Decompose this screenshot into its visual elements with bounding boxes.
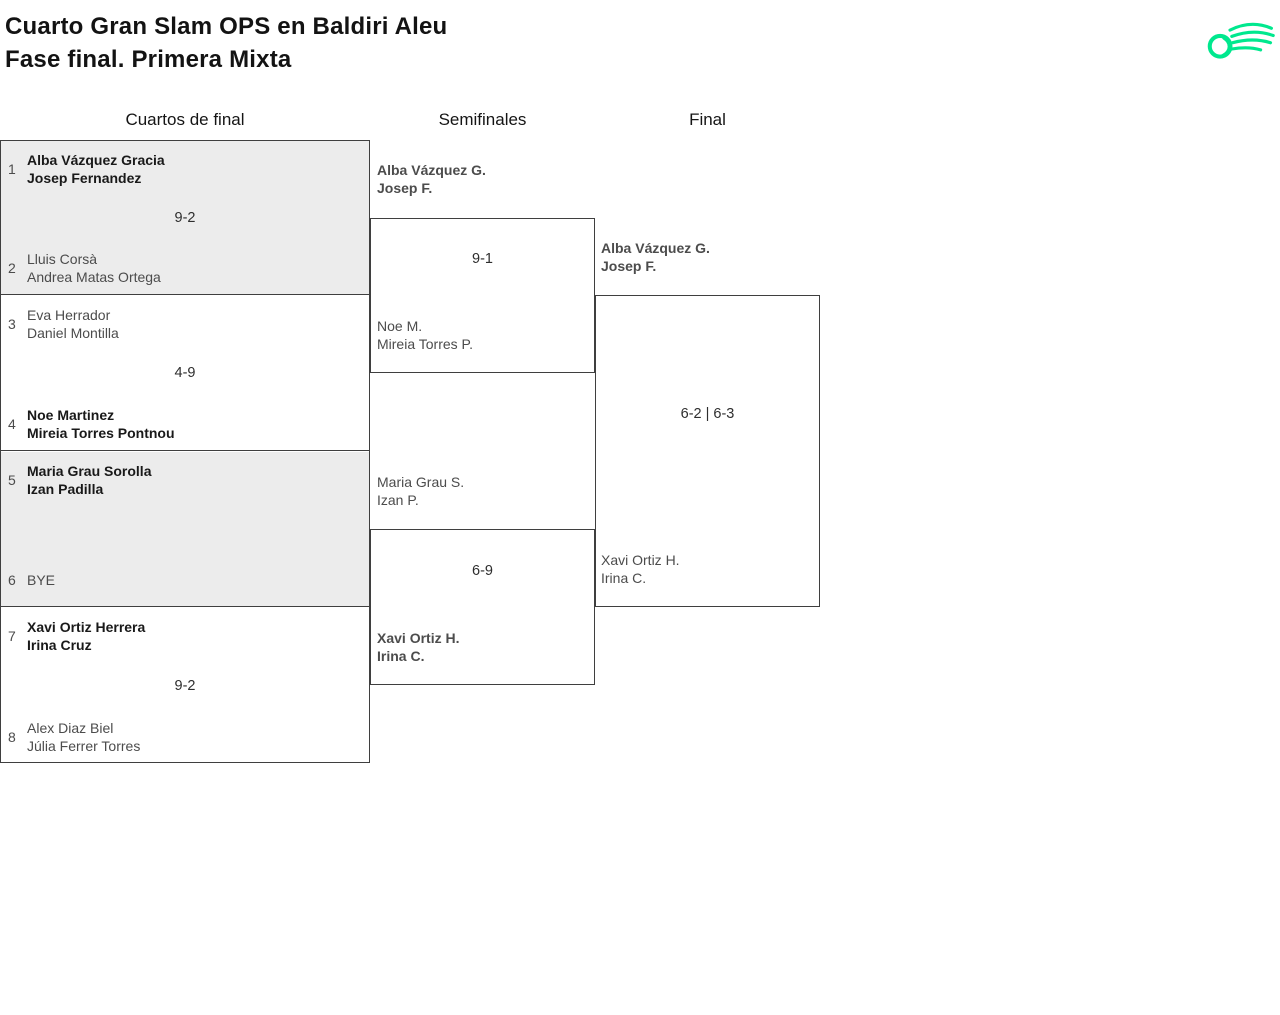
qf-match-4: 7 Xavi Ortiz Herrera Irina Cruz 9-2 8 Al… xyxy=(1,608,369,763)
pair-names: Noe Martinez Mireia Torres Pontnou xyxy=(27,406,361,442)
seed-number: 7 xyxy=(8,628,16,644)
player-name: Eva Herrador xyxy=(27,307,111,323)
qf-match-2: 3 Eva Herrador Daniel Montilla 4-9 4 Noe… xyxy=(1,296,369,451)
match-score: 9-2 xyxy=(174,677,196,694)
sf1-match-box xyxy=(370,218,595,373)
page-title-line1: Cuarto Gran Slam OPS en Baldiri Aleu xyxy=(5,13,448,40)
seed-number: 1 xyxy=(8,161,16,177)
player-name: Alba Vázquez Gracia xyxy=(27,152,165,168)
player-name: Irina Cruz xyxy=(27,637,92,653)
column-header-semifinals: Semifinales xyxy=(438,110,527,129)
player-name: Xavi Ortiz Herrera xyxy=(27,619,146,635)
player-name: Alba Vázquez G. xyxy=(601,240,710,256)
column-header-quarterfinals: Cuartos de final xyxy=(125,110,245,129)
seed-number: 5 xyxy=(8,472,16,488)
pair-names: BYE xyxy=(27,562,361,598)
sf2-score: 6-9 xyxy=(472,563,493,579)
player-name: BYE xyxy=(27,572,56,588)
final-bottom-pair: Xavi Ortiz H. Irina C. xyxy=(601,551,680,587)
pair-names: Alba Vázquez Gracia Josep Fernandez xyxy=(27,151,361,187)
player-name: Alba Vázquez G. xyxy=(377,162,486,178)
column-header-final: Final xyxy=(689,110,726,129)
pair-names: Maria Grau Sorolla Izan Padilla xyxy=(27,462,361,498)
pair-names: Eva Herrador Daniel Montilla xyxy=(27,306,361,342)
player-name: Josep Fernandez xyxy=(27,170,142,186)
sf2-top-pair: Maria Grau S. Izan P. xyxy=(377,473,464,509)
player-name: Alex Diaz Biel xyxy=(27,720,114,736)
seed-number: 3 xyxy=(8,316,16,332)
player-name: Josep F. xyxy=(377,180,433,196)
sf1-top-pair: Alba Vázquez G. Josep F. xyxy=(377,161,486,197)
player-name: Júlia Ferrer Torres xyxy=(27,738,141,754)
player-name: Lluis Corsà xyxy=(27,251,98,267)
player-name: Noe Martinez xyxy=(27,407,115,423)
pair-names: Xavi Ortiz Herrera Irina Cruz xyxy=(27,618,361,654)
page-title-line2: Fase final. Primera Mixta xyxy=(5,46,292,73)
player-name: Daniel Montilla xyxy=(27,325,119,341)
tennis-ball-swoosh-icon xyxy=(1207,22,1275,59)
qf-match-1: 1 Alba Vázquez Gracia Josep Fernandez 9-… xyxy=(1,141,369,295)
player-name: Irina C. xyxy=(377,648,425,664)
seed-number: 4 xyxy=(8,416,16,432)
final-top-pair: Alba Vázquez G. Josep F. xyxy=(601,239,710,275)
sf2-match-box xyxy=(370,529,595,685)
match-score: 4-9 xyxy=(174,365,196,381)
pair-names: Lluis Corsà Andrea Matas Ortega xyxy=(27,250,361,286)
seed-number: 2 xyxy=(8,260,16,276)
player-name: Xavi Ortiz H. xyxy=(601,552,680,568)
player-name: Mireia Torres P. xyxy=(377,336,473,352)
player-name: Xavi Ortiz H. xyxy=(377,630,460,646)
page-title: Cuarto Gran Slam OPS en Baldiri Aleu Fas… xyxy=(5,10,447,76)
sf1-bottom-pair: Noe M. Mireia Torres P. xyxy=(377,317,473,353)
player-name: Mireia Torres Pontnou xyxy=(27,425,175,441)
player-name: Maria Grau Sorolla xyxy=(27,463,152,479)
player-name: Noe M. xyxy=(377,318,423,334)
player-name: Irina C. xyxy=(601,570,647,586)
player-name: Josep F. xyxy=(601,258,657,274)
sf1-score: 9-1 xyxy=(472,251,493,267)
player-name: Andrea Matas Ortega xyxy=(27,269,161,285)
match-score: 9-2 xyxy=(174,209,196,226)
player-name: Izan Padilla xyxy=(27,481,104,497)
quarterfinals-bracket-box: 1 Alba Vázquez Gracia Josep Fernandez 9-… xyxy=(0,140,370,763)
final-score: 6-2 | 6-3 xyxy=(680,406,735,422)
pair-names: Alex Diaz Biel Júlia Ferrer Torres xyxy=(27,719,361,755)
qf-match-3: 5 Maria Grau Sorolla Izan Padilla 6 BYE xyxy=(1,452,369,607)
seed-number: 8 xyxy=(8,729,16,745)
player-name: Maria Grau S. xyxy=(377,474,465,490)
seed-number: 6 xyxy=(8,572,16,588)
sf2-bottom-pair: Xavi Ortiz H. Irina C. xyxy=(377,629,459,665)
final-match-box xyxy=(595,295,820,607)
player-name: Izan P. xyxy=(377,492,419,508)
